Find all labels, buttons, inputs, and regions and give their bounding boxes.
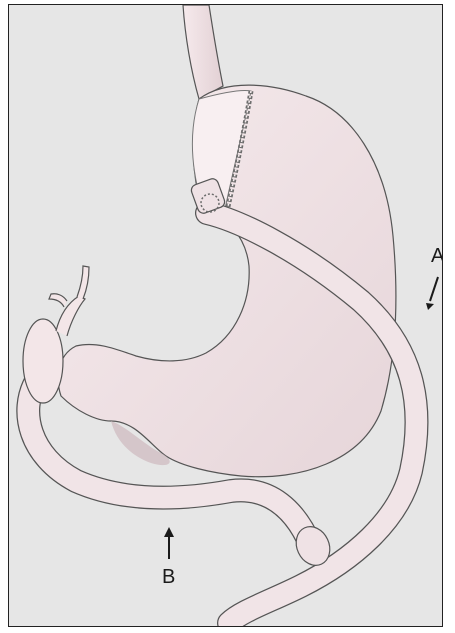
diagram-frame: A B [8, 4, 443, 627]
esophagus [183, 5, 223, 99]
label-a: A [431, 246, 443, 266]
stomach-illustration [9, 5, 443, 627]
label-b: B [162, 567, 175, 587]
duodenal-bulb [23, 319, 63, 403]
arrow-b [164, 527, 174, 559]
arrow-a [426, 277, 438, 310]
